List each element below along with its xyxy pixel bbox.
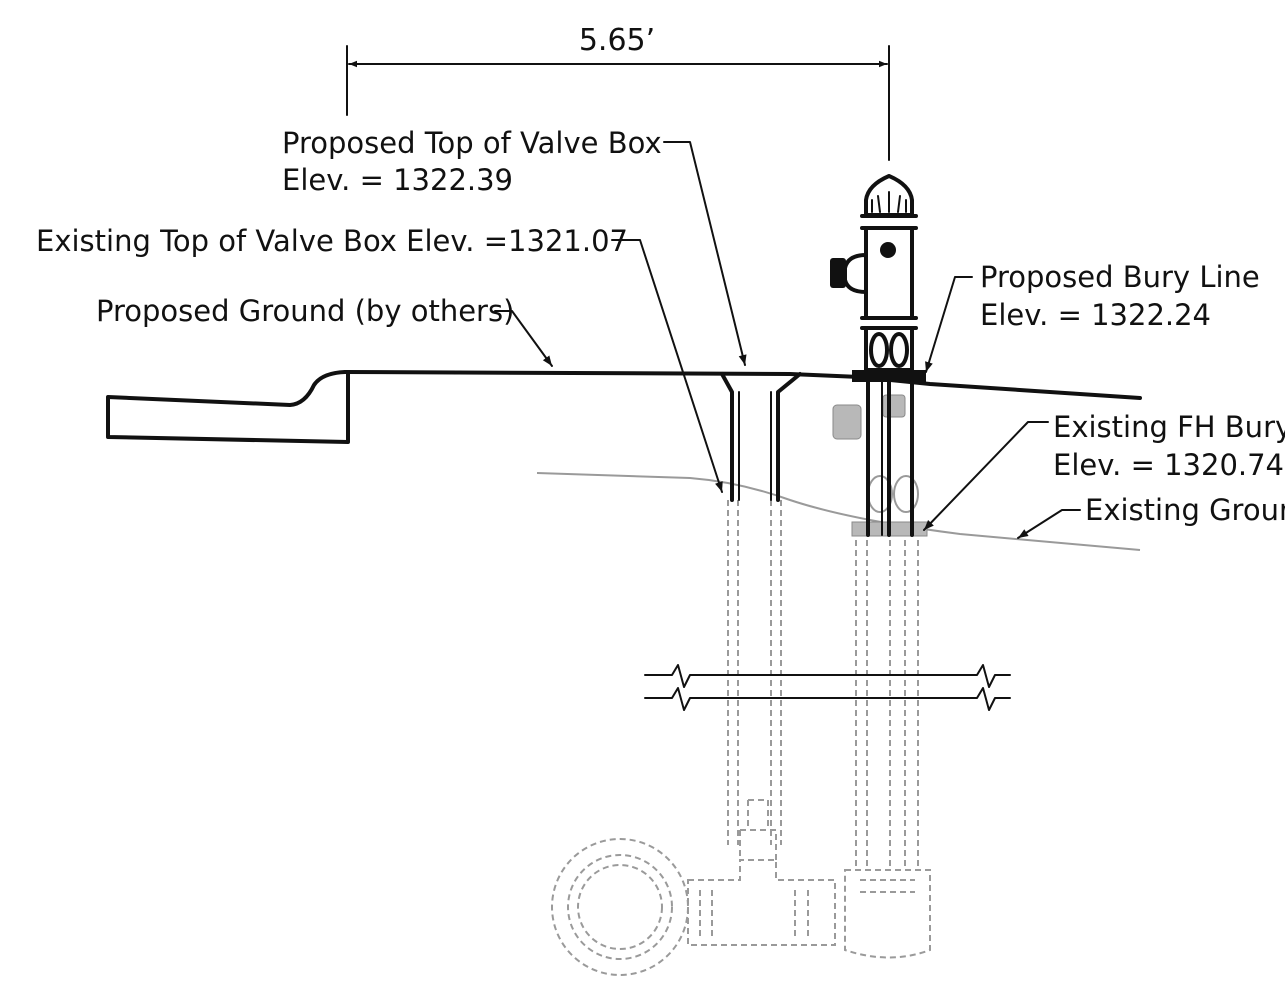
leader-existing-top-valve-box [611,239,723,493]
label-proposed-top-valve-box-elev: Elev. = 1322.39 [282,163,513,197]
label-existing-fh-bury-elev: Elev. = 1320.74 [1053,448,1284,482]
curb-and-gutter [106,370,350,444]
dimension-5-65: 5.65’ [346,23,890,161]
pipe-break-symbol [644,664,1011,711]
leader-existing-fh-bury [923,421,1049,531]
label-proposed-top-valve-box: Proposed Top of Valve Box [282,126,662,160]
dimension-text: 5.65’ [579,23,655,58]
labels: Proposed Top of Valve Box Elev. = 1322.3… [36,126,1285,527]
existing-features [536,394,1141,976]
leader-proposed-ground [494,310,553,367]
proposed-fire-hydrant [830,174,926,537]
label-proposed-ground: Proposed Ground (by others) [96,294,514,328]
leader-proposed-top-valve-box [663,141,747,366]
label-existing-fh-bury: Existing FH Bury [1053,410,1285,444]
label-proposed-bury-line: Proposed Bury Line [980,260,1260,294]
existing-ground-line [536,472,1141,551]
label-proposed-bury-line-elev: Elev. = 1322.24 [980,298,1211,332]
leader-proposed-bury-line [925,276,973,373]
label-existing-ground: Existing Ground [1085,493,1285,527]
label-existing-top-valve-box: Existing Top of Valve Box Elev. =1321.07 [36,224,628,258]
leader-existing-ground [1017,509,1081,539]
proposed-ground-line [343,370,1142,400]
proposed-valve-box [720,372,802,502]
leaders [494,141,1081,539]
